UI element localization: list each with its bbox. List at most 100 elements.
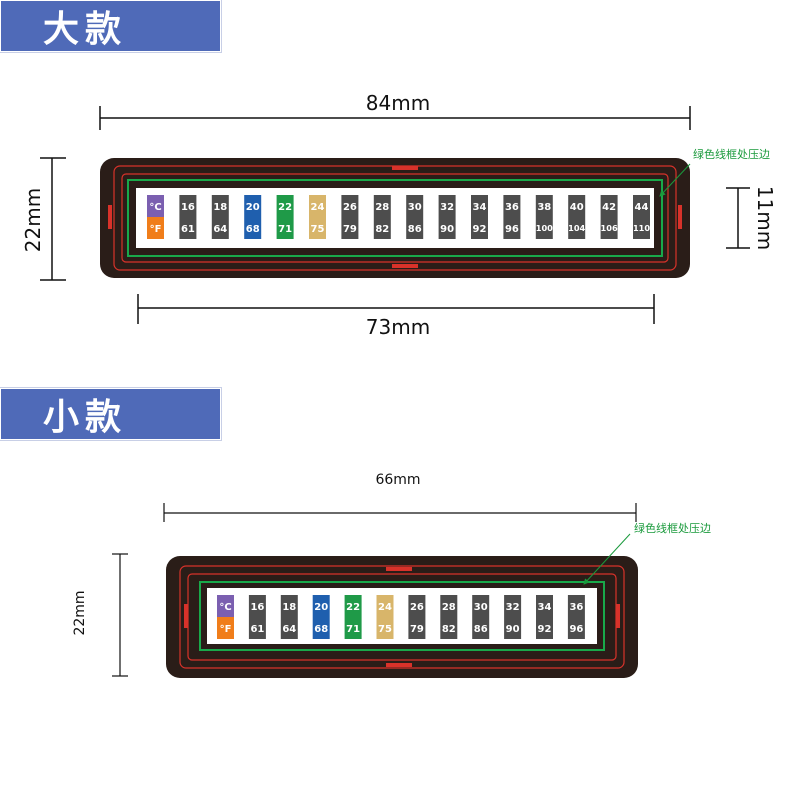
- small-celsius-label: °C: [219, 602, 231, 613]
- large-inner-height-dimension: 11mm: [726, 186, 777, 250]
- large-cell-fahrenheit: 75: [311, 224, 325, 235]
- large-cell-celsius: 16: [181, 202, 195, 213]
- large-cell-celsius: 42: [602, 202, 616, 213]
- large-cell-celsius: 28: [375, 202, 389, 213]
- small-note-text: 绿色线框处压边: [634, 521, 711, 535]
- large-cell-swatch: [438, 195, 456, 239]
- large-fahrenheit-label: °F: [150, 224, 162, 235]
- large-cell-swatch: [503, 195, 521, 239]
- small-width-dimension: 66mm: [163, 472, 637, 522]
- large-cell-36: 36 96: [503, 195, 521, 239]
- large-cell-celsius: 22: [278, 202, 292, 213]
- large-cell-celsius: 26: [343, 202, 357, 213]
- small-press-note: 绿色线框处压边: [583, 521, 711, 585]
- small-cell-fahrenheit: 86: [474, 624, 488, 635]
- large-cell-swatch: [244, 195, 262, 239]
- small-cell-34: 34 92: [536, 595, 553, 639]
- small-cell-fahrenheit: 71: [346, 624, 360, 635]
- large-cell-38: 38 100: [536, 195, 553, 239]
- small-cell-celsius: 16: [250, 602, 264, 613]
- large-cell-celsius: 32: [440, 202, 454, 213]
- large-cell-celsius: 24: [311, 202, 325, 213]
- large-cell-24: 24 75: [309, 195, 326, 239]
- large-cell-celsius: 30: [408, 202, 422, 213]
- small-cell-celsius: 26: [410, 602, 424, 613]
- large-cell-celsius: 20: [246, 202, 260, 213]
- small-fahrenheit-label: °F: [220, 624, 232, 635]
- small-cell-celsius: 28: [442, 602, 456, 613]
- large-cell-26: 26 79: [341, 195, 359, 239]
- large-press-note: 绿色线框处压边: [659, 147, 770, 197]
- large-cell-celsius: 38: [537, 202, 551, 213]
- small-cell-celsius: 22: [346, 602, 360, 613]
- small-cell-celsius: 20: [314, 602, 328, 613]
- small-strip-card: [166, 556, 638, 678]
- small-cell-swatch: [344, 595, 362, 639]
- large-green-press-frame: [127, 179, 663, 257]
- small-cell-swatch: [248, 595, 266, 639]
- large-cell-swatch: [535, 195, 553, 239]
- large-unit-badge: °C °F: [147, 195, 164, 239]
- small-green-press-frame: [199, 581, 605, 651]
- small-cell-swatch: [472, 595, 490, 639]
- large-cell-celsius: 36: [505, 202, 519, 213]
- large-version-title: 大款: [43, 9, 128, 50]
- large-cell-celsius: 40: [570, 202, 584, 213]
- large-cell-fahrenheit: 100: [536, 223, 553, 233]
- large-cell-fahrenheit: 64: [213, 224, 227, 235]
- large-cell-fahrenheit: 79: [343, 224, 357, 235]
- large-cell-swatch: [276, 195, 294, 239]
- large-width-label: 84mm: [366, 91, 430, 115]
- small-version-title: 小款: [43, 397, 128, 438]
- large-cell-fahrenheit: 82: [375, 224, 389, 235]
- large-cell-celsius: 34: [473, 202, 487, 213]
- small-cell-fahrenheit: 92: [538, 624, 552, 635]
- large-version-banner: 大款: [0, 0, 221, 52]
- small-cell-celsius: 34: [538, 602, 552, 613]
- small-cell-swatch: [440, 595, 458, 639]
- large-cell-fahrenheit: 104: [568, 223, 585, 233]
- large-cell-fahrenheit: 61: [181, 224, 195, 235]
- large-cell-swatch: [406, 195, 424, 239]
- small-cell-celsius: 30: [474, 602, 488, 613]
- large-cell-swatch: [633, 195, 650, 239]
- small-cell-fahrenheit: 68: [314, 624, 328, 635]
- small-temperature-cells: °C°F166118642068227124752679288230863290…: [217, 595, 585, 639]
- large-cell-fahrenheit: 71: [278, 224, 292, 235]
- small-cell-swatch: [567, 595, 585, 639]
- large-cell-fahrenheit: 96: [505, 224, 519, 235]
- large-height-dimension: 22mm: [21, 157, 66, 281]
- large-cell-swatch: [568, 195, 586, 239]
- small-cell-28: 28 82: [440, 595, 458, 639]
- large-inner-height-label: 11mm: [753, 186, 777, 250]
- small-width-label: 66mm: [375, 472, 420, 488]
- small-cell-celsius: 24: [378, 602, 392, 613]
- small-height-label: 22mm: [72, 590, 88, 635]
- large-inner-width-label: 73mm: [366, 315, 430, 339]
- large-celsius-label: °C: [149, 202, 161, 213]
- small-version-banner: 小款: [0, 388, 221, 440]
- large-cell-44: 44 110: [633, 195, 650, 239]
- large-width-dimension: 84mm: [99, 91, 691, 130]
- large-cell-fahrenheit: 110: [633, 223, 650, 233]
- large-cell-celsius: 44: [635, 202, 649, 213]
- small-cell-celsius: 18: [282, 602, 296, 613]
- small-cell-fahrenheit: 82: [442, 624, 456, 635]
- small-cell-30: 30 86: [472, 595, 490, 639]
- small-cell-fahrenheit: 61: [250, 624, 264, 635]
- small-cell-swatch: [408, 595, 426, 639]
- large-cell-40: 40 104: [568, 195, 586, 239]
- large-cell-swatch: [309, 195, 326, 239]
- large-cell-22: 22 71: [276, 195, 294, 239]
